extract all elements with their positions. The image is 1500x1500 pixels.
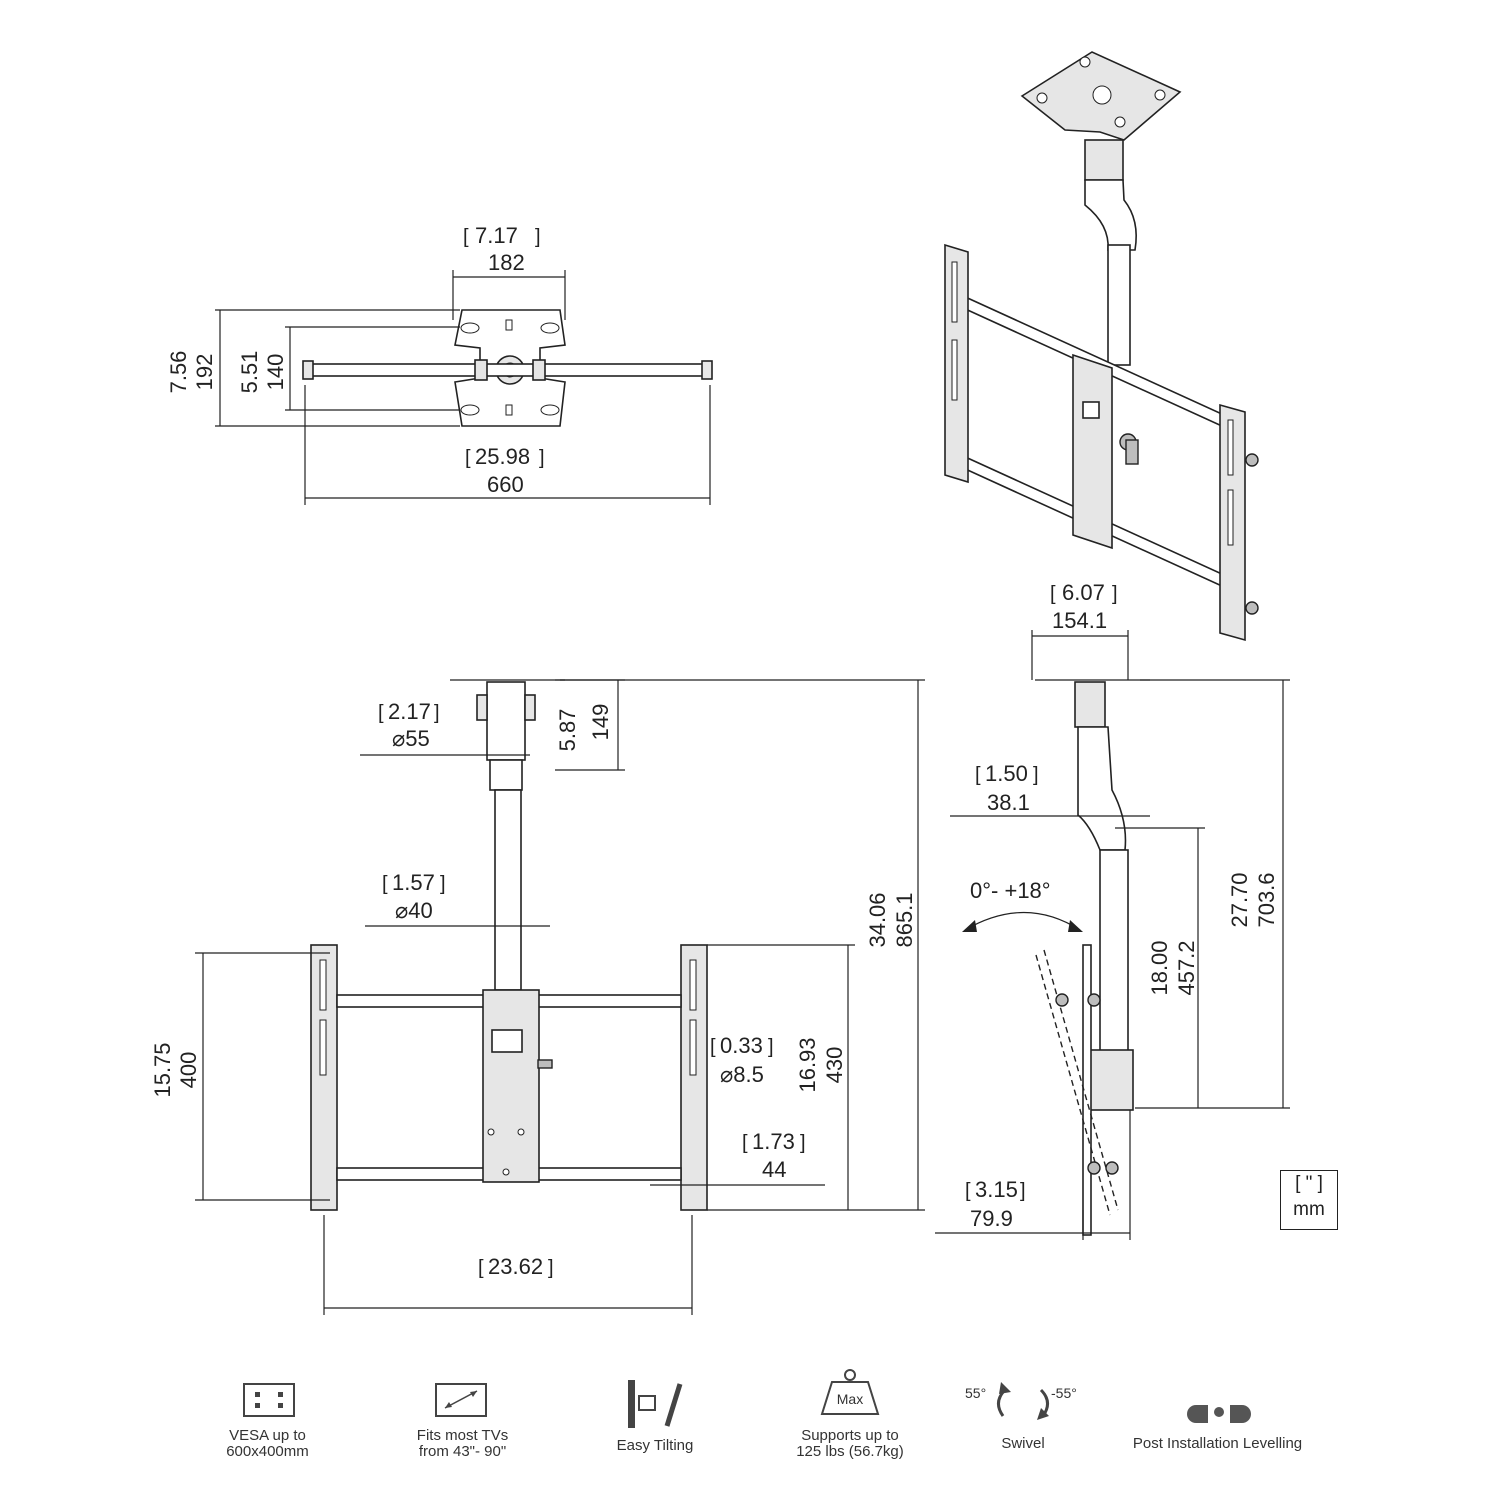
top-width-mm: 182 [488,250,525,275]
front-pipe-top-mm: ⌀55 [392,726,430,751]
front-hole-in: 0.33 [720,1033,763,1058]
svg-text:[: [ [965,1180,971,1202]
swivel-right-angle: -55° [1051,1385,1077,1401]
swivel-left-angle: 55° [965,1385,986,1401]
top-height-mm: 192 [192,354,217,391]
side-tilt: 0°- +18° [970,878,1051,903]
svg-text:]: ] [440,873,446,895]
front-view: 5.87 149 2.17 [] ⌀55 1.57 [] ⌀40 34.06 [150,679,925,1315]
front-pipe-mm: ⌀40 [395,898,433,923]
svg-text:]: ] [434,702,440,724]
svg-text:]: ] [1033,764,1039,786]
svg-text:[: [ [742,1132,748,1154]
tv-size-icon [435,1383,487,1417]
front-drop-in: 5.87 [555,709,580,752]
front-vesa-h-mm: 400 [176,1052,201,1089]
front-total-mm: 865.1 [892,892,917,947]
top-rail-mm: 660 [487,472,524,497]
units-inch: [ " ] [1295,1173,1323,1194]
side-arm-mm: 457.2 [1174,940,1199,995]
svg-text:[: [ [378,702,384,724]
side-view: 6.07 [] 154.1 1.50 [] 38.1 0°- +18° 18.0… [935,580,1290,1240]
side-base-in: 3.15 [975,1177,1018,1202]
top-width-in: 7.17 [475,223,518,248]
svg-text:[: [ [1050,583,1056,605]
front-depth-in: 1.73 [752,1129,795,1154]
svg-text:[: [ [382,873,388,895]
front-total-in: 34.06 [865,892,890,947]
units-legend: [ " ] mm [1280,1170,1338,1230]
top-inner-in: 5.51 [237,351,262,394]
side-offset-in: 1.50 [985,761,1028,786]
side-total-in: 27.70 [1227,872,1252,927]
svg-text:]: ] [768,1036,774,1058]
svg-text:]: ] [539,447,545,469]
svg-text:]: ] [1112,583,1118,605]
top-height-in: 7.56 [166,351,191,394]
top-rail-in: 25.98 [475,444,530,469]
side-arm-in: 18.00 [1147,940,1172,995]
level-icon [1187,1403,1251,1425]
front-pipe-top-in: 2.17 [388,699,431,724]
front-bracket-in: 16.93 [795,1037,820,1092]
feature-tilt-label: Easy Tilting [616,1437,694,1454]
front-rail-in: 23.62 [488,1254,543,1279]
svg-text:]: ] [548,1257,554,1279]
front-drop-mm: 149 [588,704,613,741]
front-depth-mm: 44 [762,1157,786,1182]
tilt-icon [628,1380,683,1428]
svg-text:]: ] [535,226,541,248]
front-pipe-in: 1.57 [392,870,435,895]
units-mm: mm [1293,1199,1325,1220]
swivel-icon: 55° -55° [965,1382,1077,1420]
svg-text:[: [ [463,226,469,248]
top-view: 7.17 [] 182 7.56 192 5.51 140 25.9 [166,223,713,505]
svg-text:]: ] [1020,1180,1026,1202]
isometric-view [944,51,1259,642]
front-vesa-h-in: 15.75 [150,1042,175,1097]
side-total-mm: 703.6 [1254,872,1279,927]
top-inner-mm: 140 [263,354,288,391]
svg-text:[: [ [465,447,471,469]
front-bracket-mm: 430 [822,1047,847,1084]
weight-max-badge: Max [837,1391,863,1407]
svg-text:]: ] [800,1132,806,1154]
side-base-mm: 79.9 [970,1206,1013,1231]
svg-text:[: [ [975,764,981,786]
weight-icon: Max [820,1369,880,1415]
front-hole-mm: ⌀8.5 [720,1062,764,1087]
side-plate-mm: 154.1 [1052,608,1107,633]
feature-swivel-label: Swivel [1001,1435,1045,1452]
side-offset-mm: 38.1 [987,790,1030,815]
side-plate-in: 6.07 [1062,580,1105,605]
vesa-icon [243,1383,295,1417]
feature-level-label: Post Installation Levelling [1132,1435,1303,1452]
svg-text:[: [ [710,1036,716,1058]
svg-text:[: [ [478,1257,484,1279]
